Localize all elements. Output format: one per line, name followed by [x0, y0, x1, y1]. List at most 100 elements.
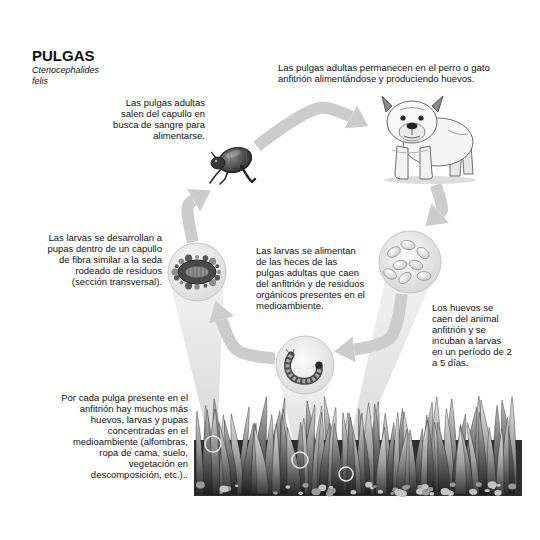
- pebble: [365, 482, 372, 488]
- dog-eye: [418, 115, 423, 120]
- flea-egg: [415, 245, 432, 261]
- pebble: [476, 482, 482, 487]
- pupa-debris: [203, 255, 209, 261]
- eggs-picture: [378, 230, 442, 294]
- flea-picture: [205, 138, 257, 186]
- stage-caption: Las pulgas adultas salen del capullo en …: [105, 97, 205, 141]
- stage-larva: Las larvas se alimentan de las heces de …: [275, 335, 335, 395]
- grass-blade: [487, 427, 496, 494]
- pebble: [196, 482, 205, 489]
- flea-egg: [400, 239, 415, 250]
- pupa-debris: [215, 264, 219, 268]
- flea-egg: [408, 258, 424, 271]
- larva-body: [288, 355, 320, 381]
- magnifier-spot: [292, 452, 308, 468]
- cycle-arrow: [257, 108, 351, 146]
- stage-eggs: Los huevos se caen del animal anfitrión …: [378, 230, 442, 294]
- flea-eye: [215, 160, 217, 162]
- pupa-debris: [195, 255, 199, 259]
- grass-blade: [319, 423, 330, 494]
- pupa-cocoon: [178, 260, 216, 284]
- pebble: [319, 485, 327, 491]
- label-holder: Ctenocephalides felis: [32, 65, 112, 86]
- stage-flea: Las pulgas adultas salen del capullo en …: [205, 138, 257, 186]
- pebble: [398, 490, 407, 497]
- dog-muzzle: [399, 123, 425, 141]
- pebble: [378, 490, 383, 494]
- pupa-body: [185, 266, 209, 278]
- flea-egg: [397, 270, 414, 286]
- larva-segments: [288, 355, 320, 381]
- larva-bristle: [286, 349, 294, 354]
- pupa-debris: [203, 284, 207, 288]
- species-name: Ctenocephalides felis: [32, 65, 112, 86]
- pupa-debris: [179, 281, 183, 285]
- flea-leg: [220, 171, 228, 184]
- flea-hind-leg: [241, 166, 255, 182]
- grass-blade: [496, 429, 504, 494]
- pebble: [508, 483, 516, 489]
- pebble: [219, 486, 228, 493]
- pebble: [351, 490, 357, 494]
- cycle-arrow: [188, 200, 194, 242]
- pebble: [486, 489, 490, 492]
- pebble: [494, 490, 501, 496]
- egg-circle: [379, 231, 441, 293]
- pupa-debris: [175, 264, 179, 268]
- pebble: [441, 488, 450, 495]
- dog-mouth: [404, 129, 420, 138]
- pebble: [469, 489, 476, 495]
- dog-fold: [448, 130, 468, 135]
- grass-blade: [272, 424, 281, 494]
- pebble: [311, 488, 320, 495]
- larva-picture: [275, 335, 335, 395]
- pupa-stripes: [189, 266, 205, 278]
- pupa-picture: [167, 242, 227, 302]
- flea-highlight: [224, 149, 241, 160]
- pebble: [450, 482, 456, 486]
- pebble: [429, 492, 434, 496]
- dog-chest: [392, 150, 428, 153]
- dog-leg: [395, 146, 408, 179]
- dog-picture: [370, 90, 478, 185]
- pebble: [422, 489, 430, 495]
- flea-segment: [245, 148, 247, 164]
- stage-caption: Las pulgas adultas permanecen en el perr…: [278, 62, 523, 84]
- stage-dog: Las pulgas adultas permanecen en el perr…: [370, 90, 478, 185]
- grass-blade: [254, 426, 268, 494]
- stage-caption: Las larvas se desarrollan a pupas dentro…: [46, 232, 162, 287]
- dog-ear: [432, 96, 443, 112]
- cycle-arrow: [222, 320, 275, 359]
- flea-egg: [392, 259, 407, 270]
- grass-blade: [409, 430, 417, 494]
- magnifier-spot: [205, 436, 221, 452]
- pebble: [235, 484, 238, 486]
- cycle-arrow: [436, 185, 442, 213]
- grass-blade: [347, 417, 356, 494]
- cycle-arrow: [354, 294, 402, 349]
- larva-circle: [276, 336, 334, 394]
- stage-caption: Las larvas se alimentan de las heces de …: [256, 245, 366, 311]
- pebble: [370, 487, 374, 490]
- grass-band: [196, 396, 517, 494]
- pupa-circle: [168, 243, 226, 301]
- stage-pupa: Las larvas se desarrollan a pupas dentro…: [167, 242, 227, 302]
- grass-blade: [242, 423, 254, 494]
- flea-leg: [210, 168, 222, 183]
- grass-blade: [332, 423, 343, 494]
- stage-caption: Los huevos se caen del animal anfitrión …: [432, 302, 514, 368]
- pebble: [390, 492, 394, 495]
- grass-blade: [396, 429, 407, 494]
- note-text: Por cada pulga presente en el anfitrión …: [58, 392, 188, 480]
- pebble: [488, 481, 497, 488]
- title-holder: PULGAS: [32, 47, 152, 64]
- grass-blade: [437, 422, 450, 494]
- diagram-title: PULGAS: [32, 47, 152, 64]
- flea-head: [211, 157, 225, 169]
- magnifier-spot: [339, 467, 353, 481]
- pebble: [373, 485, 376, 488]
- grass-blade: [287, 427, 301, 494]
- grass-blade: [219, 423, 231, 494]
- pebble: [497, 484, 501, 487]
